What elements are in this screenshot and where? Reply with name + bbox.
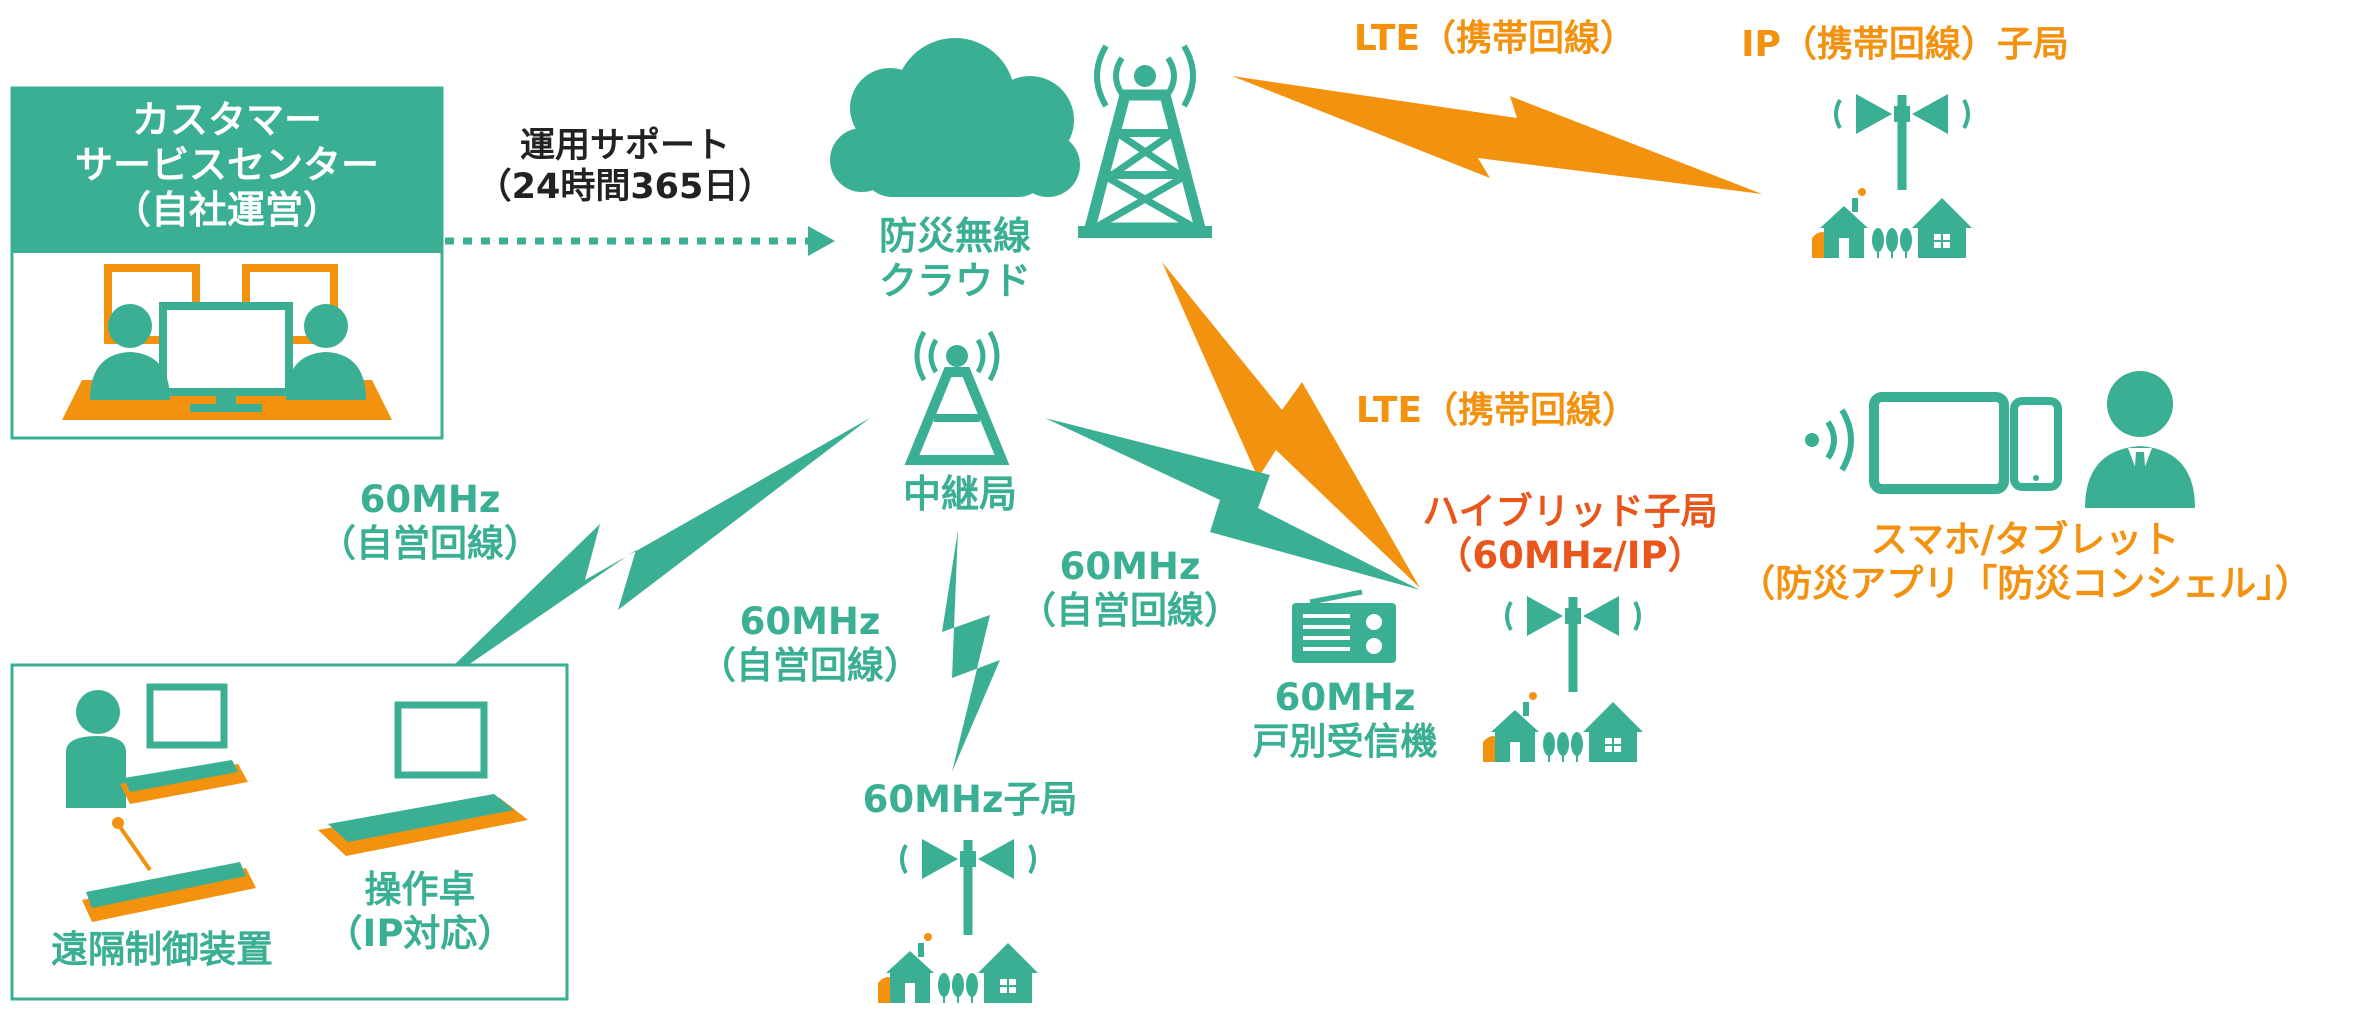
sub60-speaker-icon: [902, 839, 1034, 935]
operators-icon: [62, 264, 392, 420]
hybrid-speaker-icon: [1507, 596, 1639, 692]
wifi-signal-icon: [1805, 408, 1854, 472]
relay-tower-icon: [904, 330, 1010, 465]
link-right-label: 60MHz （自営回線）: [1019, 545, 1241, 632]
phone-icon: [2010, 397, 2062, 491]
cloud-label: 防災無線 クラウド: [878, 214, 1031, 303]
remote-label: 遠隔制御装置: [51, 928, 273, 971]
ip-sub-speaker-icon: [1836, 94, 1968, 190]
console-icon: [318, 701, 528, 856]
ip-sub-label: IP（携帯回線）子局: [1741, 24, 2069, 65]
support-label: 運用サポート （24時間365日）: [476, 126, 774, 208]
ip-sub-village-icon: [1811, 187, 1973, 259]
sub60-label: 60MHz子局: [862, 778, 1078, 821]
lte-bolt-mid: [1162, 262, 1420, 588]
customer-center-title: カスタマー サービスセンター （自社運営）: [74, 98, 379, 232]
smartphone-label: スマホ/タブレット （防災アプリ「防災コンシェル」）: [1738, 518, 2312, 605]
sub60-village-icon: [877, 932, 1039, 1004]
console-label: 操作卓 （IP対応）: [325, 868, 515, 955]
link-bolt-left: [420, 418, 870, 698]
user-icon: [2085, 371, 2195, 508]
lte-bolt-top: [1232, 76, 1762, 194]
lte-top-label: LTE（携帯回線）: [1353, 18, 1637, 59]
link-left-label: 60MHz （自営回線）: [319, 478, 541, 565]
customer-center-header: [12, 88, 442, 253]
lte-mid-label: LTE（携帯回線）: [1355, 390, 1639, 431]
tablet-icon: [1869, 392, 2009, 494]
remote-operator-icon: [66, 683, 248, 808]
radio-receiver-icon: [1292, 589, 1396, 663]
receiver-label: 60MHz 戸別受信機: [1252, 676, 1438, 763]
remote-control-device-icon: [82, 817, 256, 922]
cloud-icon: [830, 38, 1080, 197]
hybrid-village-icon: [1482, 691, 1644, 763]
hybrid-label: ハイブリッド子局 （60MHz/IP）: [1422, 490, 1718, 577]
link-bolt-center: [942, 530, 1000, 772]
relay-label: 中継局: [902, 472, 1017, 516]
link-bolt-right: [1045, 418, 1420, 590]
link-center-label: 60MHz （自営回線）: [699, 600, 921, 687]
main-tower-icon: [1078, 44, 1212, 238]
